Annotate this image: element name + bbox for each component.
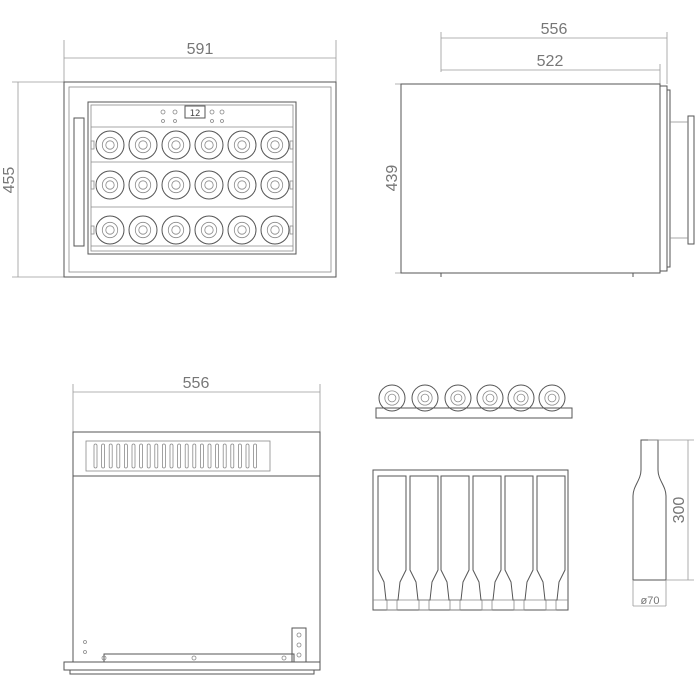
top-door-strip <box>63 661 321 671</box>
bottle-end <box>227 215 257 245</box>
bottle-end <box>161 215 191 245</box>
bottle-end <box>194 130 224 160</box>
bottle-end <box>260 215 290 245</box>
bottle-end <box>227 170 257 200</box>
bottle-view: 300 ø70 <box>632 439 694 607</box>
side-inner-depth-dimension: 522 <box>537 53 564 70</box>
door-handle <box>73 117 85 247</box>
bottle-top-view <box>472 475 502 611</box>
bottle-end <box>507 384 535 412</box>
bottle-top-view <box>409 475 439 611</box>
shelf-front-view <box>375 384 573 419</box>
control-panel: 12 <box>160 105 225 123</box>
side-height-dimension: 439 <box>384 165 401 192</box>
bottle-top-view <box>377 475 407 611</box>
bottle-outline <box>632 439 667 581</box>
bottle-end <box>95 130 125 160</box>
front-width-dimension: 591 <box>187 41 214 58</box>
ventilation-slots <box>85 440 271 472</box>
front-view: 591 455 12 <box>1 40 337 278</box>
bottle-end <box>260 170 290 200</box>
bottle-end <box>128 170 158 200</box>
top-view: 556 <box>63 375 321 675</box>
bottle-end <box>194 170 224 200</box>
bottle-end <box>411 384 439 412</box>
cabinet-body <box>400 83 661 274</box>
bottle-end <box>227 130 257 160</box>
bottle-end <box>444 384 472 412</box>
door-profile <box>659 85 668 272</box>
side-view: 556 522 439 <box>384 21 695 277</box>
bottle-end <box>128 130 158 160</box>
front-bottle-rows <box>90 130 294 245</box>
glass-door <box>87 101 297 255</box>
front-frame <box>63 81 337 278</box>
bottle-end <box>128 215 158 245</box>
bottle-end <box>95 170 125 200</box>
bottle-top-view <box>504 475 534 611</box>
bottle-top-view <box>440 475 470 611</box>
shelf-top-bottles <box>377 475 566 611</box>
shelf-bottle-row <box>378 384 566 412</box>
front-height-dimension: 455 <box>1 167 18 194</box>
bottle-end <box>476 384 504 412</box>
shelf-tray <box>372 469 569 611</box>
bottle-end <box>260 130 290 160</box>
bottle-end <box>194 215 224 245</box>
side-outer-depth-dimension: 556 <box>541 21 568 38</box>
bottle-top-view <box>536 475 566 611</box>
bottle-end <box>161 170 191 200</box>
side-handle <box>687 115 695 245</box>
top-width-dimension: 556 <box>183 375 210 392</box>
top-body <box>72 431 321 663</box>
bottle-diameter-dimension: ø70 <box>641 595 660 607</box>
bottle-end <box>161 130 191 160</box>
shelf-top-view <box>372 469 569 611</box>
bottle-end <box>538 384 566 412</box>
bottle-height-dimension: 300 <box>671 497 688 524</box>
bottle-end <box>378 384 406 412</box>
shelf-rail <box>375 407 573 419</box>
bottle-end <box>95 215 125 245</box>
temperature-display: 12 <box>190 109 201 119</box>
